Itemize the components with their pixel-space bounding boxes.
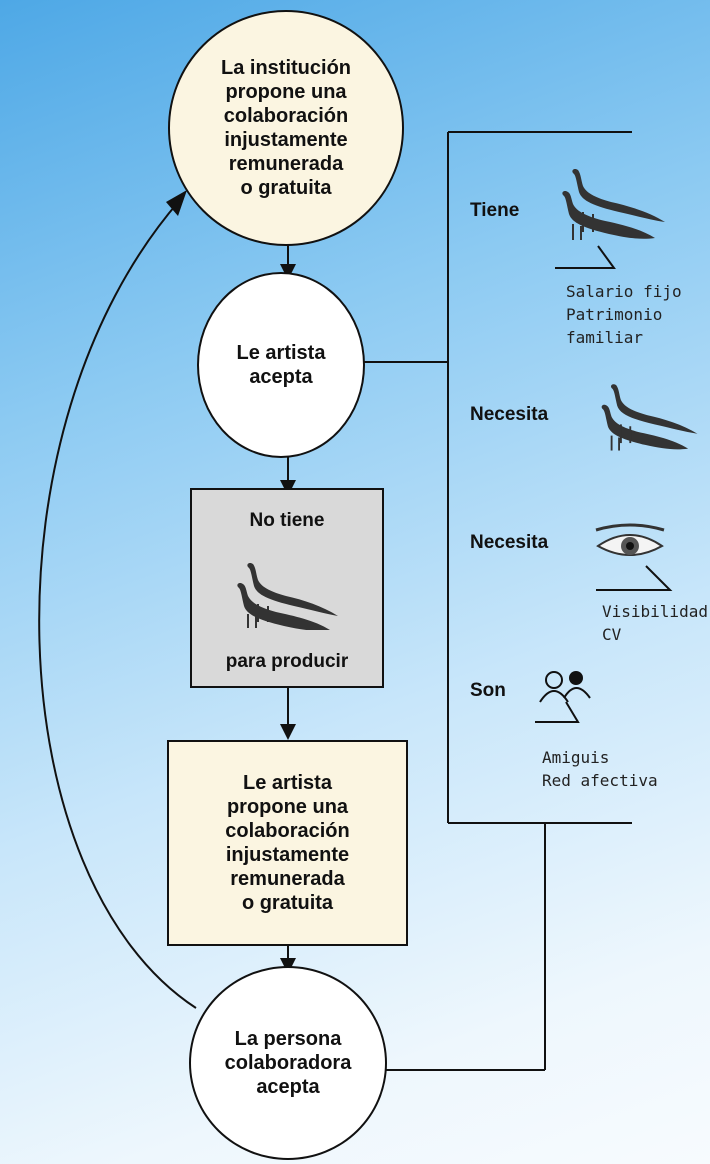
peacock-icon: [562, 168, 665, 240]
eye-icon: [595, 523, 665, 556]
node-text: propone una: [226, 796, 349, 818]
note-text: familiar: [566, 328, 644, 348]
node-text: acepta: [249, 366, 313, 388]
peacock-icon: [601, 384, 698, 451]
node-text: remunerada: [228, 153, 344, 175]
has-label: Tiene: [470, 200, 520, 221]
node-text: injustamente: [224, 129, 348, 151]
needs-label: Necesita: [470, 532, 549, 553]
node-text: No tiene: [249, 510, 325, 531]
are-label: Son: [470, 680, 506, 701]
return-arrowhead: [166, 190, 187, 216]
collaborator-accepts-node: La persona colaboradora acepta: [189, 966, 387, 1160]
node-text: propone una: [225, 81, 347, 103]
node-text: o gratuita: [240, 177, 332, 199]
are-notes: Amiguis Red afectiva: [542, 746, 658, 792]
artist-accepts-node: Le artista acepta: [197, 272, 365, 458]
node-text: acepta: [256, 1076, 320, 1098]
needs-label: Necesita: [470, 404, 549, 425]
node-text: colaboradora: [224, 1052, 352, 1074]
node-text: colaboración: [223, 105, 349, 127]
node-text: La institución: [221, 57, 351, 79]
peacock-icon: [237, 562, 338, 630]
people-icon: [539, 671, 591, 703]
node-text: La persona: [234, 1028, 342, 1050]
needs-notes: Visibilidad CV: [602, 600, 708, 646]
node-text: colaboración: [225, 820, 350, 842]
note-text: Salario fijo: [566, 282, 682, 301]
return-curve: [38, 199, 197, 1009]
artist-proposes-node: Le artista propone una colaboración inju…: [167, 740, 408, 946]
node-text: para producir: [225, 651, 349, 673]
node-text: Le artista: [243, 772, 332, 794]
lacks-resources-node: No tiene para producir: [190, 488, 384, 688]
note-text: CV: [602, 625, 622, 645]
note-text: Patrimonio: [566, 305, 663, 325]
has-notes: Salario fijo Patrimonio familiar: [566, 280, 682, 350]
node-text: Le artista: [236, 342, 326, 364]
note-text: Amiguis: [542, 748, 610, 767]
node-text: o gratuita: [241, 892, 334, 914]
node-text: injustamente: [225, 844, 350, 866]
note-text: Red afectiva: [542, 771, 658, 791]
note-text: Visibilidad: [602, 602, 708, 621]
node-text: remunerada: [230, 868, 345, 890]
institution-proposes-node: La institución propone una colaboración …: [168, 10, 404, 246]
